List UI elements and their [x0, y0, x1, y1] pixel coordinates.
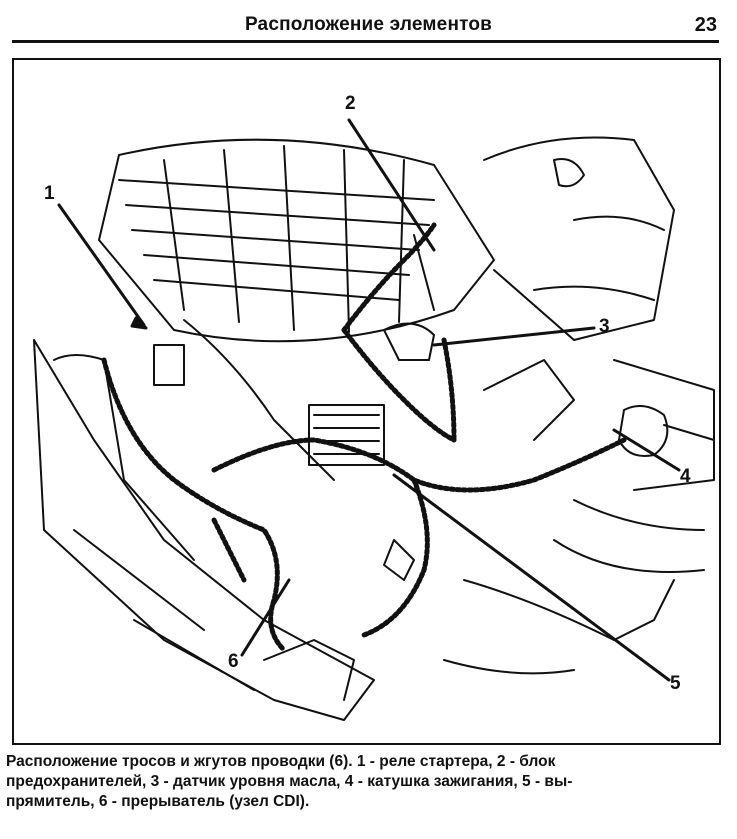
caption-line: прямитель, 6 - прерыватель (узел CDI).: [6, 793, 310, 810]
page-number: 23: [694, 14, 717, 36]
caption-line: Расположение тросов и жгутов проводки (6…: [6, 753, 556, 770]
front-body: [33, 234, 715, 721]
engine-cowl: [98, 138, 495, 343]
callout-pointers: [57, 118, 681, 682]
rear-machinery: [483, 136, 715, 573]
callout-4: 4: [680, 466, 691, 487]
callout-1: 1: [44, 183, 55, 204]
callout-6: 6: [228, 651, 239, 672]
page-header: Расположение элементов 23: [0, 0, 737, 44]
header-rule: [12, 40, 719, 43]
callout-2: 2: [345, 93, 356, 114]
caption-line: предохранителей, 3 - датчик уровня масла…: [6, 773, 573, 790]
engine-illustration: [33, 118, 715, 721]
callout-3: 3: [599, 316, 610, 337]
figure-frame: 1 2 3 4 5 6: [12, 58, 721, 745]
page-title: Расположение элементов: [244, 14, 493, 35]
callout-5: 5: [670, 673, 681, 694]
figure-caption: Расположение тросов и жгутов проводки (6…: [6, 752, 726, 812]
